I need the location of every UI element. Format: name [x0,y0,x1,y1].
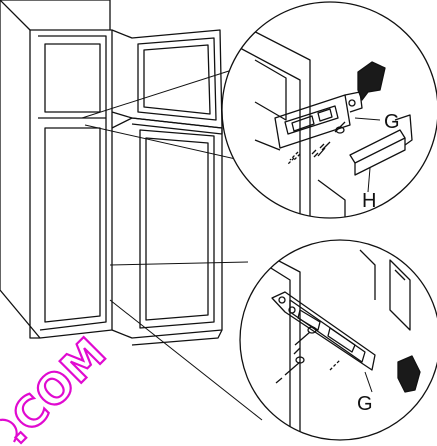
hinge-bracket-top [274,91,363,149]
screw-icon-bottom [275,326,341,384]
callout-g-bottom: G [357,393,373,415]
leader-lines [81,69,263,421]
fridge-door [111,117,223,346]
fridge-illustration [0,0,223,346]
watermark-fragment [0,418,18,443]
cover-piece-h [349,114,413,176]
arrow-indicator-icon-bottom [397,355,421,393]
watermark: .COM [0,327,117,446]
watermark-text: .COM [0,328,116,446]
bottom-detail-circle [239,239,437,441]
arrow-indicator-icon [357,61,386,101]
hinge-bracket-bottom [271,291,376,371]
callout-g-top: G [384,111,400,133]
screw-icon [287,121,346,165]
top-detail-circle [221,1,437,219]
freezer-door [111,29,223,135]
callout-h: H [362,190,376,212]
